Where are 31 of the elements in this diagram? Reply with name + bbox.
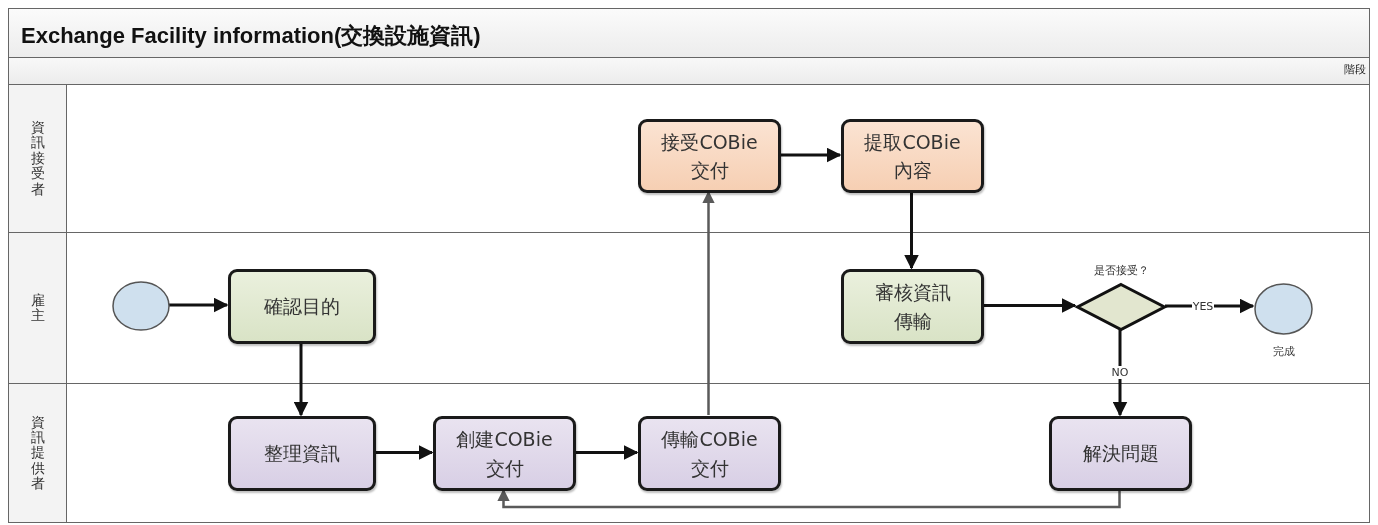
decision-question: 是否接受？ (1092, 263, 1150, 278)
arrow (904, 192, 919, 270)
arrow (575, 445, 639, 460)
arrow (780, 147, 842, 163)
process-box: 傳輸COBie交付 (638, 416, 781, 491)
arrow (983, 298, 1077, 313)
lane-header: 雇主 (9, 233, 67, 383)
process-box: 解決問題 (1049, 416, 1192, 491)
process-box: 確認目的 (228, 269, 376, 344)
arrow (375, 445, 434, 460)
edge-label: NO (1110, 365, 1130, 379)
swimlane (8, 383, 1370, 523)
arrow (702, 190, 715, 415)
arrow (497, 488, 1121, 509)
arrow (293, 343, 309, 417)
process-box: 接受COBie交付 (638, 119, 781, 193)
swimlane (8, 232, 1370, 384)
process-box: 創建COBie交付 (433, 416, 576, 491)
lane-header: 資訊提供者 (9, 384, 67, 522)
lane-header: 資訊接受者 (9, 85, 67, 232)
arrow (1165, 298, 1255, 314)
swimlane (8, 84, 1370, 233)
arrow (1112, 330, 1128, 417)
process-box: 整理資訊 (228, 416, 376, 491)
edge-label: YES (1191, 299, 1215, 313)
process-box: 提取COBie內容 (841, 119, 984, 193)
event-label: 完成 (1272, 344, 1296, 359)
title-bar: Exchange Facility information(交換設施資訊) (8, 8, 1370, 58)
phase-label: 階段 (1344, 62, 1366, 77)
arrow (169, 297, 229, 313)
process-box: 審核資訊傳輸 (841, 269, 984, 344)
